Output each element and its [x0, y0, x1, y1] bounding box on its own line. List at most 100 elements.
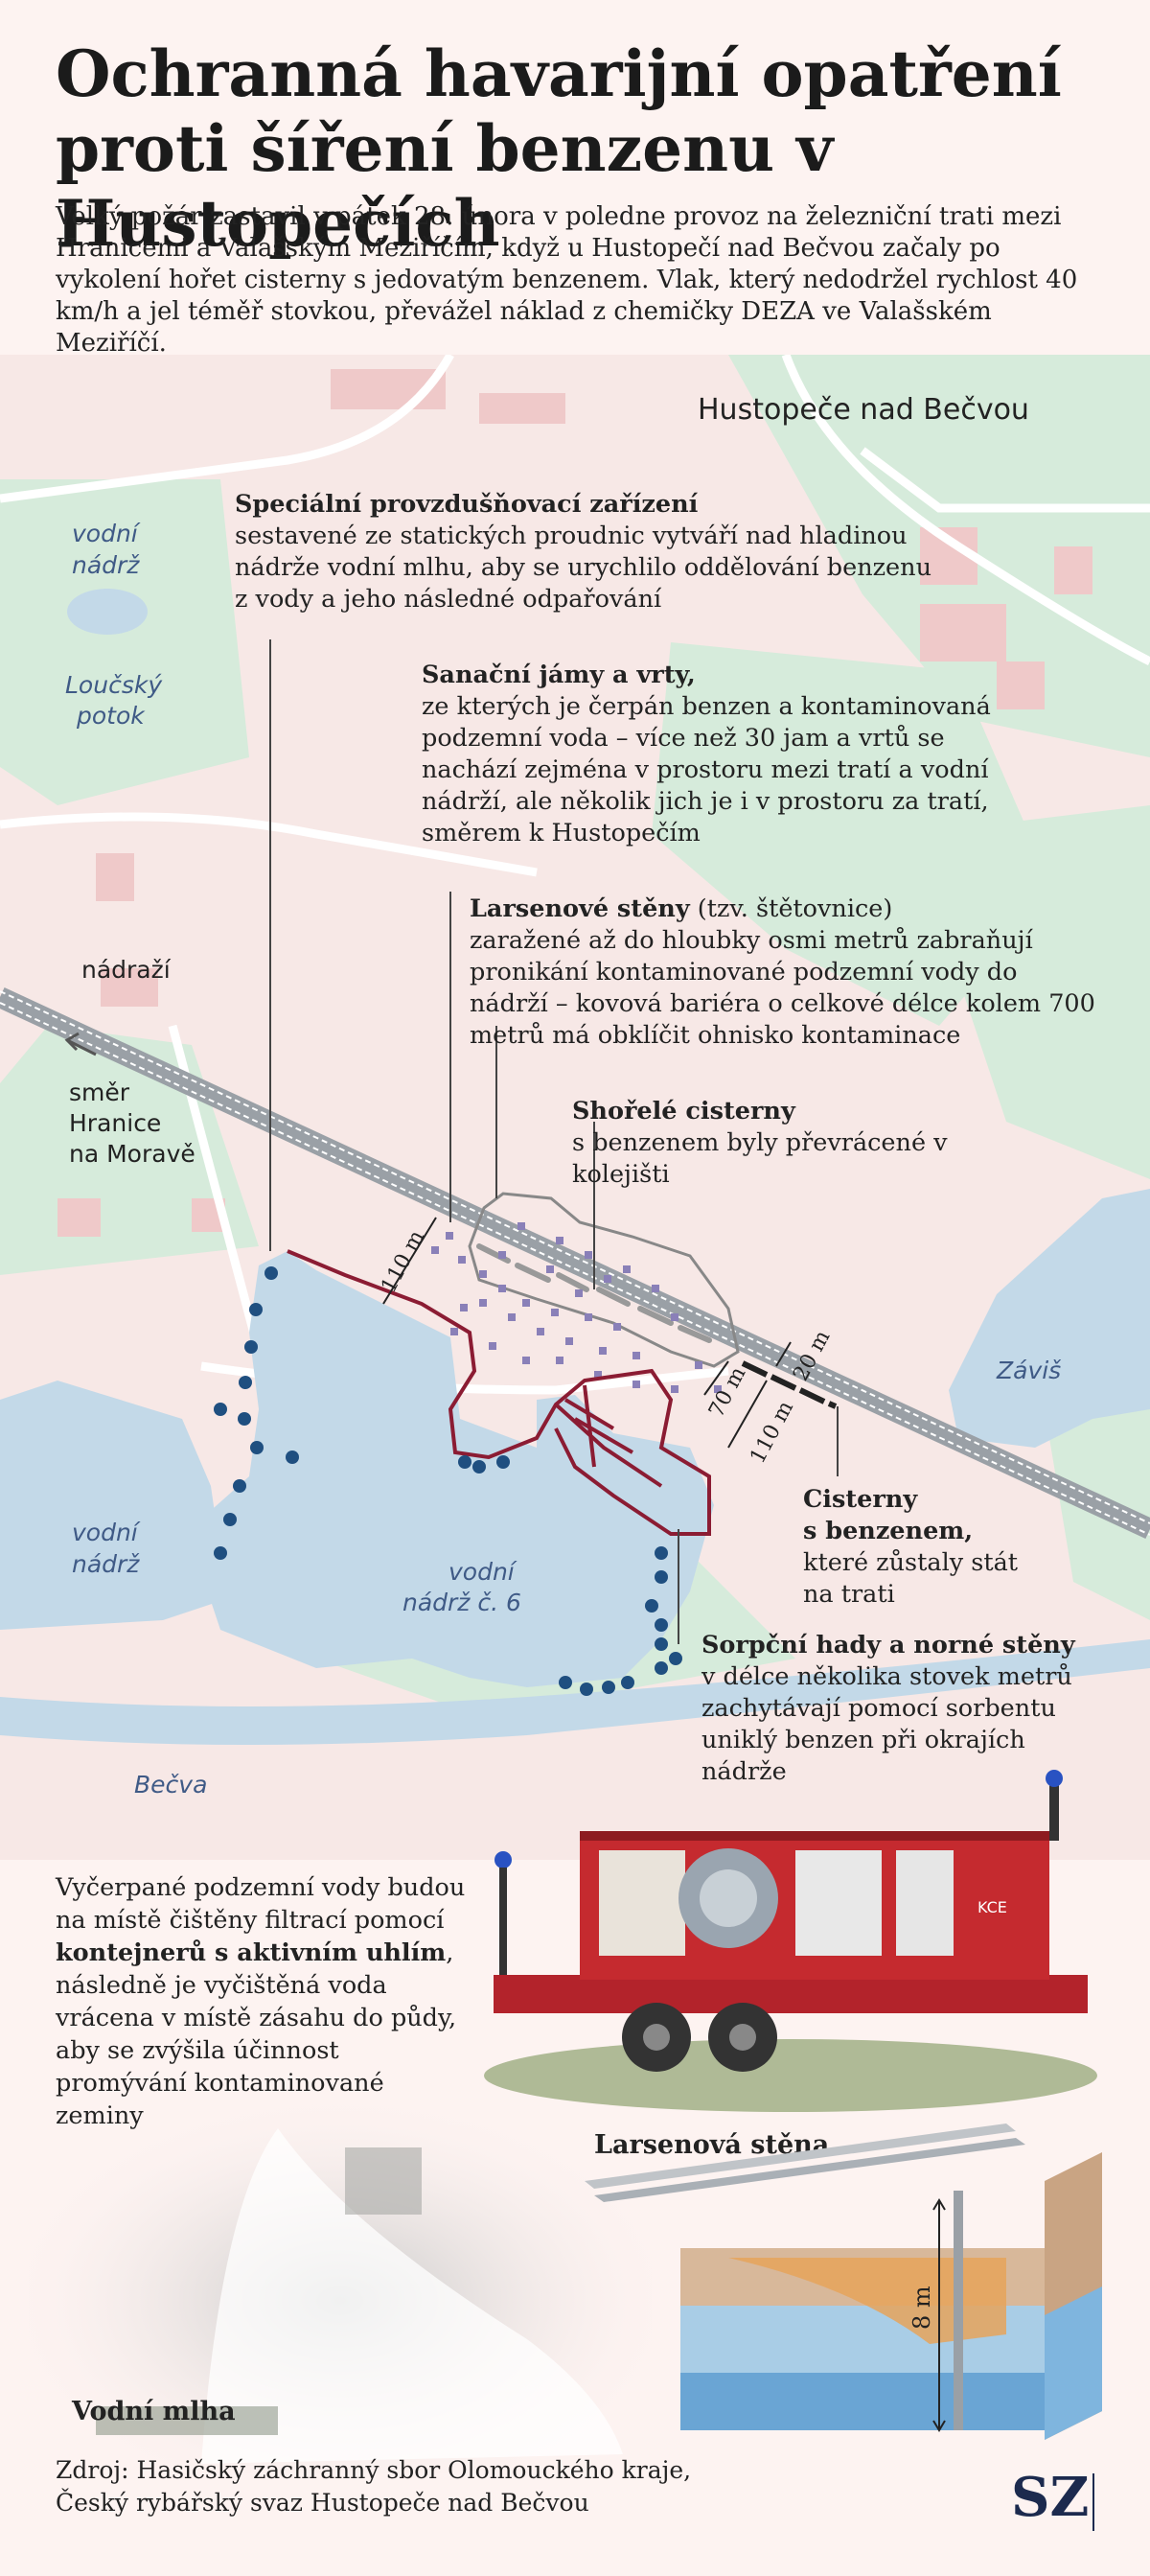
label-town: Hustopeče nad Bečvou	[698, 393, 1029, 427]
larsen-walls	[287, 1249, 711, 1536]
sorbent-marker	[655, 1637, 668, 1651]
water-bodies	[0, 589, 1150, 1745]
pit-marker	[652, 1285, 659, 1292]
pit-marker	[498, 1251, 506, 1259]
pit-marker	[695, 1361, 702, 1369]
pit-marker	[522, 1357, 530, 1364]
sorbent-marker	[239, 1376, 252, 1389]
tanks-on-track	[741, 1360, 838, 1409]
svg-text:na Moravě: na Moravě	[69, 1140, 196, 1168]
annotation-larsen: Larsenové stěny (tzv. štětovnice) zaraže…	[470, 894, 1095, 1050]
pit-marker	[632, 1352, 640, 1359]
sorbent-marker	[621, 1676, 634, 1689]
sorbent-marker	[655, 1661, 668, 1675]
label-reservoir-w: vodní	[72, 1519, 141, 1546]
sorbent-marker	[645, 1599, 658, 1613]
sorbent-marker	[655, 1618, 668, 1632]
annotation-tanks: Cisterny s benzenem, které zůstaly stát …	[803, 1485, 1019, 1609]
sorbent-marker	[655, 1546, 668, 1560]
svg-text:Hranice: Hranice	[69, 1109, 161, 1137]
label-reservoir-nw: vodní	[72, 520, 141, 547]
filter-trailer-illustration: KCE	[484, 1770, 1097, 2112]
label-stream: Loučský	[65, 671, 163, 699]
sanation-pits	[431, 1222, 722, 1393]
pit-marker	[498, 1285, 506, 1292]
logo-bar	[1092, 2473, 1094, 2531]
sorbent-marker	[249, 1303, 263, 1316]
pit-marker	[489, 1342, 496, 1350]
sorbent-booms	[214, 1266, 682, 1696]
sorbent-marker	[233, 1479, 246, 1493]
pit-marker	[537, 1328, 544, 1335]
pit-marker	[585, 1313, 592, 1321]
annotation-aeration: Speciální provzdušňovací zařízení sestav…	[235, 490, 932, 614]
svg-text:nádrž: nádrž	[72, 551, 140, 579]
sorbent-marker	[264, 1266, 278, 1280]
sorbent-marker	[655, 1570, 668, 1584]
pit-marker	[546, 1265, 554, 1273]
page-title: Ochranná havarijní opatření proti šíření…	[56, 36, 1062, 261]
pit-marker	[450, 1328, 458, 1335]
leader-lines	[269, 639, 839, 1644]
pit-marker	[458, 1256, 466, 1264]
caption-water-mist: Vodní mlha	[72, 2397, 236, 2426]
becva-river	[0, 1639, 1150, 1745]
larsen-wall-illustration: 8 m	[585, 2123, 1102, 2440]
pit-marker	[518, 1222, 525, 1230]
sorbent-marker	[559, 1676, 572, 1689]
burnt-tanks	[476, 1243, 712, 1343]
water-mist-illustration	[29, 2090, 652, 2473]
label-reservoir-6: vodní	[448, 1558, 518, 1586]
pit-marker	[585, 1251, 592, 1259]
sorbent-marker	[214, 1403, 227, 1416]
railway	[0, 987, 1150, 1539]
pit-marker	[594, 1371, 602, 1379]
sources: Zdroj: Hasičský záchranný sbor Olomoucké…	[56, 2456, 692, 2517]
pit-marker	[575, 1289, 583, 1297]
annotation-pits: Sanační jámy a vrty, ze kterých je čerpá…	[422, 661, 991, 847]
site-map: Hustopeče nad Bečvou vodní nádrž Loučský…	[0, 355, 1150, 1860]
label-direction: směr	[69, 1079, 130, 1106]
sorbent-marker	[669, 1652, 682, 1665]
label-station: nádraží	[81, 956, 172, 984]
pit-marker	[446, 1232, 453, 1240]
sorbent-marker	[238, 1412, 251, 1426]
pit-marker	[556, 1237, 564, 1244]
sorbent-marker	[223, 1513, 237, 1526]
label-river: Bečva	[134, 1771, 207, 1799]
annotation-burnt-tanks: Shořelé cisterny s benzenem byly převrác…	[572, 1097, 948, 1189]
annotation-sorbent: Sorpční hady a norné stěny v délce někol…	[702, 1631, 1075, 1786]
pit-marker	[623, 1265, 631, 1273]
pit-marker	[431, 1246, 439, 1254]
svg-text:potok: potok	[76, 702, 146, 730]
pit-marker	[522, 1299, 530, 1307]
dimension-lines	[382, 1217, 792, 1449]
svg-text:nádrž: nádrž	[72, 1550, 140, 1578]
sorbent-marker	[244, 1340, 258, 1354]
reservoir-6	[201, 1251, 714, 1687]
pit-marker	[556, 1357, 564, 1364]
pit-marker	[460, 1304, 468, 1311]
pit-marker	[714, 1385, 722, 1393]
svg-text:nádrž č. 6: nádrž č. 6	[402, 1589, 521, 1616]
sorbent-marker	[496, 1455, 510, 1469]
pit-marker	[565, 1337, 573, 1345]
pit-marker	[632, 1381, 640, 1388]
sz-logo: SZ	[1011, 2466, 1090, 2529]
direction-arrow-icon	[64, 1032, 97, 1056]
sorbent-marker	[250, 1441, 264, 1454]
pit-marker	[599, 1347, 607, 1355]
sorbent-marker	[214, 1546, 227, 1560]
sorbent-marker	[602, 1681, 615, 1694]
lead-paragraph: Velký požár zastavil v pátek 28. února v…	[56, 202, 1078, 358]
pit-marker	[551, 1309, 559, 1316]
pit-marker	[479, 1299, 487, 1307]
label-village: Záviš	[996, 1357, 1062, 1384]
sorbent-marker	[472, 1460, 486, 1474]
depth-label: 8 m	[908, 2286, 935, 2330]
pit-marker	[613, 1323, 621, 1331]
pit-marker	[671, 1313, 678, 1321]
pit-marker	[508, 1313, 516, 1321]
pit-marker	[671, 1385, 678, 1393]
sorbent-marker	[580, 1683, 593, 1696]
